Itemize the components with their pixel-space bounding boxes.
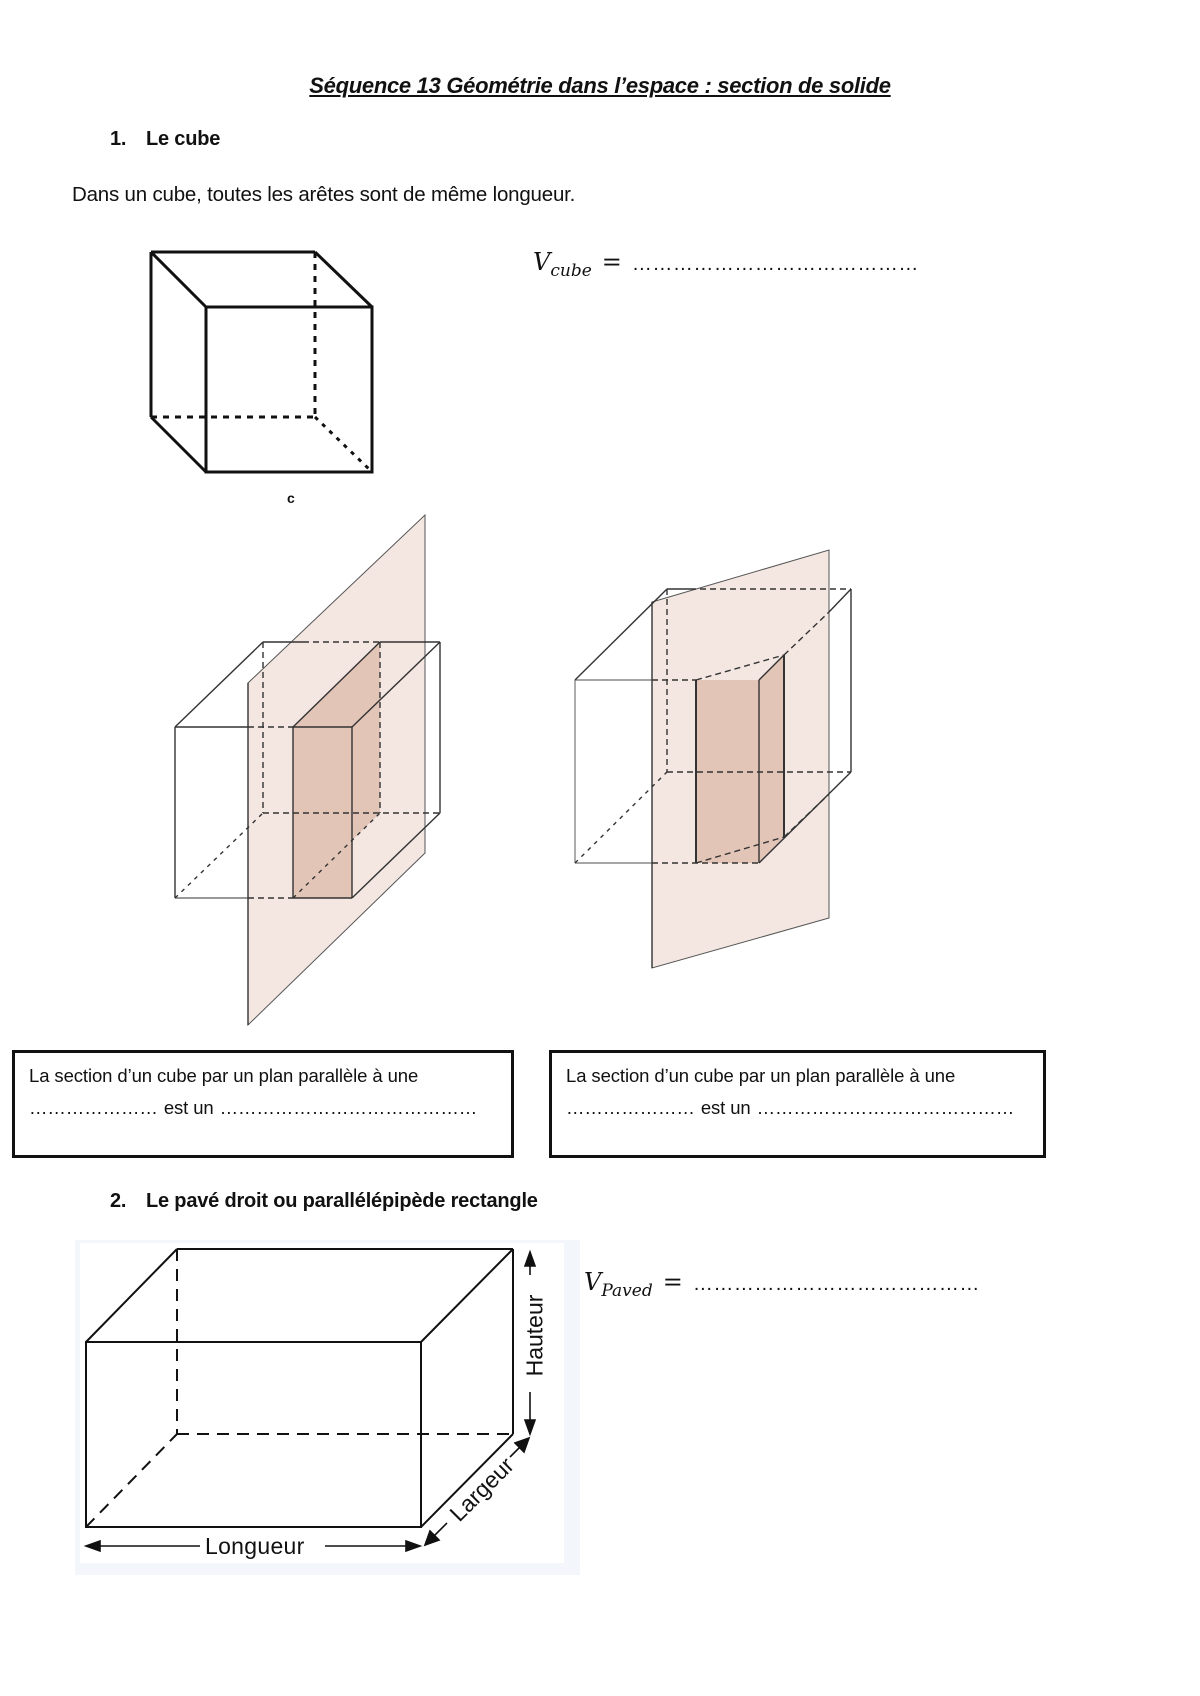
section-1-title: Le cube xyxy=(146,128,221,150)
box-right-blank-2[interactable]: …………………………………… xyxy=(756,1097,1015,1118)
cube-volume-blank[interactable]: …………………………………… xyxy=(631,253,919,275)
cube-definition-text: Dans un cube, toutes les arêtes sont de … xyxy=(72,183,576,206)
paved-figure-inner xyxy=(80,1243,564,1563)
box-left-line2: …………………est un…………………………………… xyxy=(29,1097,477,1119)
formula-variable: V xyxy=(584,1268,602,1296)
page-title: Séquence 13 Géométrie dans l’espace : se… xyxy=(309,73,891,98)
box-left-line1: La section d’un cube par un plan parallè… xyxy=(29,1065,419,1086)
section-1-heading: 1. Le cube xyxy=(110,128,220,151)
height-label: Hauteur xyxy=(521,1294,548,1377)
formula-equals: = xyxy=(601,248,622,276)
section-answer-box-right: La section d’un cube par un plan parallè… xyxy=(549,1050,1046,1158)
section-1-number: 1. xyxy=(110,128,127,150)
cube-edge-label: c xyxy=(287,490,295,506)
section-answer-box-left: La section d’un cube par un plan parallè… xyxy=(12,1050,514,1158)
cube-volume-formula: Vcube = …………………………………… xyxy=(533,248,919,281)
box-right-line2: …………………est un…………………………………… xyxy=(566,1097,1014,1119)
paved-volume-blank[interactable]: …………………………………… xyxy=(692,1273,980,1295)
box-left-middle: est un xyxy=(163,1097,214,1118)
box-left-blank-1[interactable]: ………………… xyxy=(29,1097,158,1118)
section-2-heading: 2. Le pavé droit ou parallélépipède recta… xyxy=(110,1190,538,1213)
paved-volume-formula: VPaved = …………………………………… xyxy=(584,1268,980,1301)
formula-equals: = xyxy=(662,1268,683,1296)
section-2-number: 2. xyxy=(110,1190,127,1212)
formula-variable: V xyxy=(533,248,551,276)
length-label: Longueur xyxy=(205,1533,305,1559)
box-right-middle: est un xyxy=(700,1097,751,1118)
section-2-title: Le pavé droit ou parallélépipède rectang… xyxy=(146,1190,538,1212)
box-left-blank-2[interactable]: …………………………………… xyxy=(219,1097,478,1118)
formula-subscript: cube xyxy=(550,261,592,281)
formula-subscript: Paved xyxy=(601,1281,653,1301)
box-right-blank-1[interactable]: ………………… xyxy=(566,1097,695,1118)
box-right-line1: La section d’un cube par un plan parallè… xyxy=(566,1065,956,1086)
